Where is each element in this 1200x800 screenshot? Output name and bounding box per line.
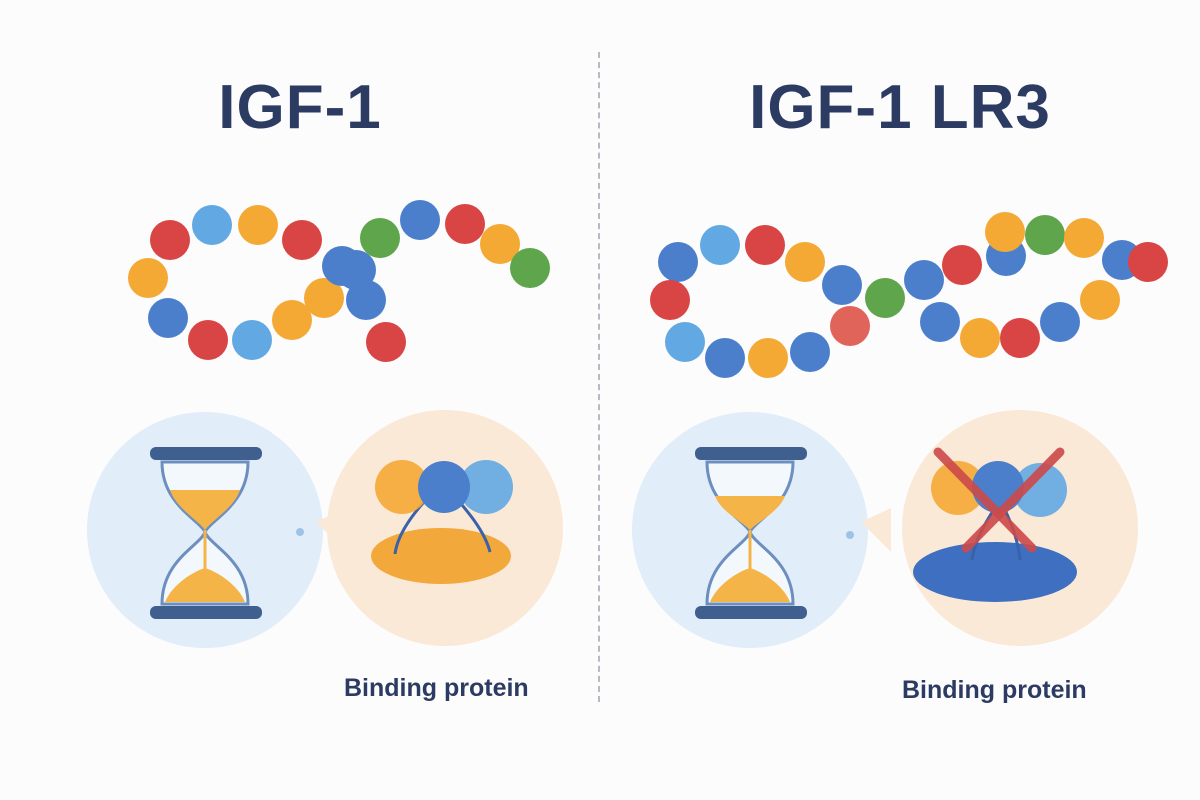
amino-acid-bead [920, 302, 960, 342]
hourglass-icon [150, 447, 262, 619]
amino-acid-bead [150, 220, 190, 260]
binding-protein-shape [913, 542, 1077, 602]
protein-bg-circle [327, 410, 563, 646]
amino-acid-bead [790, 332, 830, 372]
amino-acid-bead [192, 205, 232, 245]
panel-igf1: IGF-1 Binding protein [87, 73, 563, 702]
amino-acid-bead [904, 260, 944, 300]
protein-bg-circle [902, 410, 1138, 646]
binding-protein-label-igf1: Binding protein [344, 674, 529, 702]
amino-acid-bead [336, 250, 376, 290]
amino-acid-bead [510, 248, 550, 288]
amino-acid-bead [360, 218, 400, 258]
pointer-dot [296, 528, 304, 536]
igf1-lr3-illustration [632, 212, 1168, 648]
amino-acid-bead [700, 225, 740, 265]
amino-acid-chain-igf1-lr3 [650, 212, 1168, 378]
igf1-illustration [87, 200, 563, 648]
center-divider [598, 52, 600, 702]
amino-acid-bead [400, 200, 440, 240]
amino-acid-bead [665, 322, 705, 362]
binding-protein-bubble-igf1-lr3 [902, 410, 1138, 646]
blocked-cross-icon [933, 447, 1065, 553]
amino-acid-bead [822, 265, 862, 305]
amino-acid-bead [148, 298, 188, 338]
binding-protein-label-igf1-lr3: Binding protein [902, 676, 1087, 704]
amino-acid-chain-igf1 [128, 200, 550, 362]
pointer-dot [846, 531, 854, 539]
amino-acid-bead [238, 205, 278, 245]
amino-acid-bead [188, 320, 228, 360]
amino-acid-bead [748, 338, 788, 378]
amino-acid-bead [745, 225, 785, 265]
amino-acid-bead [480, 224, 520, 264]
amino-acid-bead [272, 300, 312, 340]
title-igf1: IGF-1 [218, 73, 382, 142]
hourglass-icon [695, 447, 807, 619]
amino-acid-bead [650, 280, 690, 320]
amino-acid-bead [1064, 218, 1104, 258]
amino-acid-bead [865, 278, 905, 318]
amino-acid-bead [785, 242, 825, 282]
amino-acid-bead [1040, 302, 1080, 342]
amino-acid-bead [304, 278, 344, 318]
amino-acid-bead [366, 322, 406, 362]
amino-acid-bead [1025, 215, 1065, 255]
binding-protein-bubble-igf1 [327, 410, 563, 646]
amino-acid-bead [232, 320, 272, 360]
amino-acid-bead [282, 220, 322, 260]
amino-acid-bead [960, 318, 1000, 358]
panel-igf1-lr3: IGF-1 LR3 [600, 0, 1200, 800]
title-igf1-lr3: IGF-1 LR3 [749, 73, 1051, 142]
amino-acid-bead [658, 242, 698, 282]
amino-acid-bead [1080, 280, 1120, 320]
amino-acid-bead [128, 258, 168, 298]
amino-acid-bead [445, 204, 485, 244]
amino-acid-bead [1128, 242, 1168, 282]
amino-acid-bead [830, 306, 870, 346]
amino-acid-bead [1000, 318, 1040, 358]
amino-acid-bead [985, 212, 1025, 252]
amino-acid-bead [705, 338, 745, 378]
amino-acid-bead [942, 245, 982, 285]
binding-protein-shape [371, 528, 511, 584]
bubble-pointer [861, 508, 891, 552]
